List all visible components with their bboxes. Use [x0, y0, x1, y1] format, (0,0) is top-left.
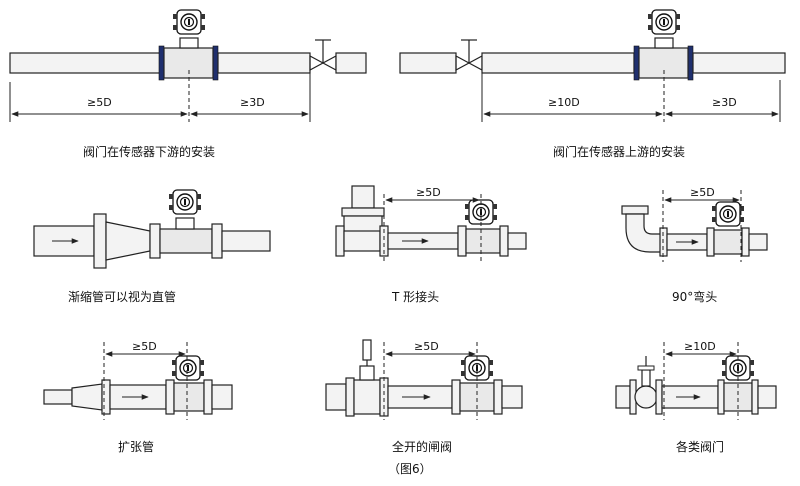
diagram-various-valves: ≥10D	[615, 340, 777, 420]
dim-label-5d: ≥5D	[87, 96, 112, 109]
caption-elbow: 90°弯头	[672, 290, 718, 304]
caption-valve-upstream: 阀门在传感器上游的安装	[553, 145, 686, 159]
transmitter-head-icon	[171, 355, 205, 381]
diagram-expander: ≥5D	[43, 340, 233, 420]
diagram-valve-downstream: ≥5D ≥3D	[9, 9, 367, 122]
figure-label: （图6）	[388, 462, 432, 476]
caption-valve-downstream: 阀门在传感器下游的安装	[83, 145, 216, 159]
diagram-open-gate-valve: ≥5D	[325, 339, 523, 420]
transmitter-head-icon	[647, 9, 681, 35]
transmitter-head-icon	[172, 9, 206, 35]
caption-reducer: 渐缩管可以视为直管	[68, 290, 177, 304]
diagram-reducer	[33, 189, 271, 269]
valve-body-icon	[634, 385, 658, 409]
transmitter-head-icon	[711, 201, 745, 227]
caption-tee: T 形接头	[392, 290, 440, 304]
caption-expander: 扩张管	[118, 440, 155, 454]
caption-various-valves: 各类阀门	[676, 440, 725, 454]
dim-label-5d: ≥5D	[690, 186, 715, 199]
caption-open-gate-valve: 全开的闸阀	[392, 440, 453, 454]
dim-label-3d: ≥3D	[240, 96, 265, 109]
diagram-tee: ≥5D	[335, 185, 527, 262]
dim-label-3d: ≥3D	[712, 96, 737, 109]
diagram-elbow: ≥5D	[621, 186, 768, 262]
dim-label-10d: ≥10D	[548, 96, 580, 109]
transmitter-head-icon	[168, 189, 202, 215]
dim-label-5d: ≥5D	[414, 340, 439, 353]
dim-label-10d: ≥10D	[684, 340, 716, 353]
dim-label-5d: ≥5D	[132, 340, 157, 353]
dim-label-5d: ≥5D	[416, 186, 441, 199]
diagram-valve-upstream: ≥10D ≥3D	[399, 9, 786, 122]
